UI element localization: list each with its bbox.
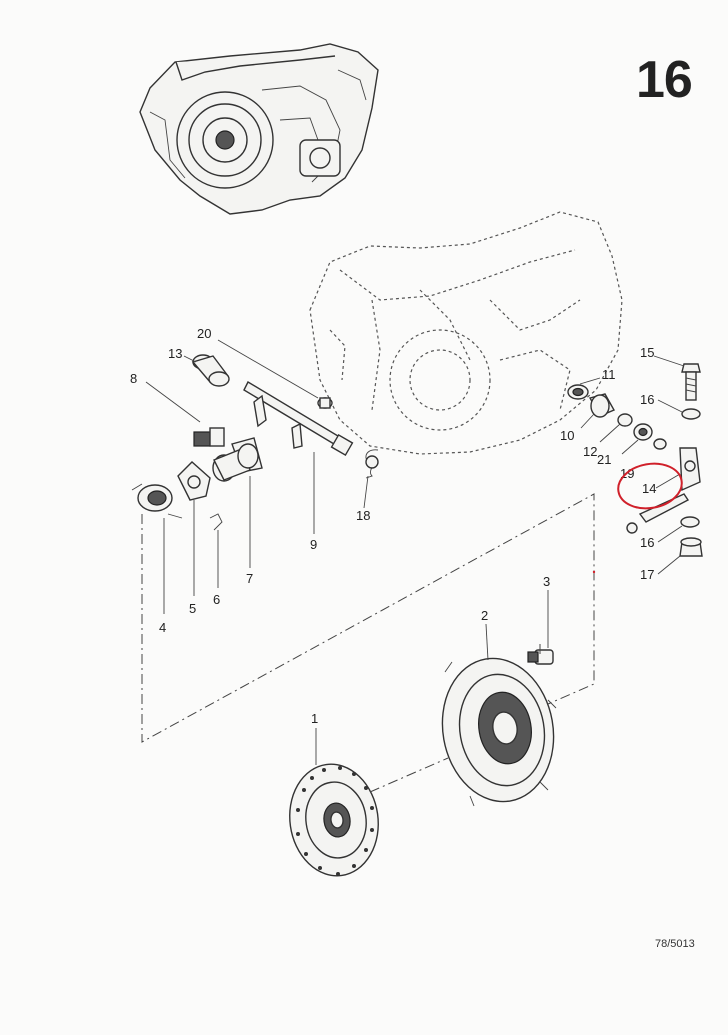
callout-17: 17 xyxy=(640,567,654,582)
bushing-13 xyxy=(191,354,230,387)
callout-1: 1 xyxy=(311,711,318,726)
callout-12: 12 xyxy=(583,444,597,459)
bolt-8 xyxy=(193,427,225,447)
guide-sleeve-7 xyxy=(212,437,263,482)
gearbox-phantom-outline xyxy=(309,211,623,455)
alignment-lines xyxy=(141,493,595,793)
callout-15: 15 xyxy=(640,345,654,360)
bolt-20 xyxy=(317,397,333,409)
callout-14: 14 xyxy=(642,481,656,496)
callout-9: 9 xyxy=(310,537,317,552)
leader-lines xyxy=(145,339,685,765)
callout-2: 2 xyxy=(481,608,488,623)
clip-6 xyxy=(209,513,223,531)
callout-16-lower: 16 xyxy=(640,535,654,550)
callout-8: 8 xyxy=(130,371,137,386)
right-hardware-group xyxy=(567,384,667,450)
callout-7: 7 xyxy=(246,571,253,586)
callout-3: 3 xyxy=(543,574,550,589)
clutch-disc-1 xyxy=(289,763,379,877)
callout-16-upper: 16 xyxy=(640,392,654,407)
pressure-plate-2 xyxy=(441,657,557,807)
spring-18 xyxy=(365,449,379,479)
gearbox-overview-illustration xyxy=(139,43,379,215)
highlight-circle-14 xyxy=(617,462,683,510)
retainer-plate-5 xyxy=(177,461,211,501)
release-bearing-4 xyxy=(131,483,183,519)
callout-labels: 1 2 3 4 5 6 7 8 9 10 11 12 13 14 15 16 1… xyxy=(130,326,656,726)
lever-bolt-assembly xyxy=(626,363,703,557)
callout-10: 10 xyxy=(560,428,574,443)
callout-13: 13 xyxy=(168,346,182,361)
page-number: 16 xyxy=(636,51,693,109)
red-marker-dot xyxy=(592,570,596,574)
callout-20: 20 xyxy=(197,326,211,341)
drawing-reference: 78/5013 xyxy=(655,938,695,950)
callout-18: 18 xyxy=(356,508,370,523)
callout-5: 5 xyxy=(189,601,196,616)
callout-21: 21 xyxy=(597,452,611,467)
callout-11: 11 xyxy=(602,367,616,382)
callout-6: 6 xyxy=(213,592,220,607)
callout-4: 4 xyxy=(159,620,166,635)
release-shaft xyxy=(243,381,354,457)
